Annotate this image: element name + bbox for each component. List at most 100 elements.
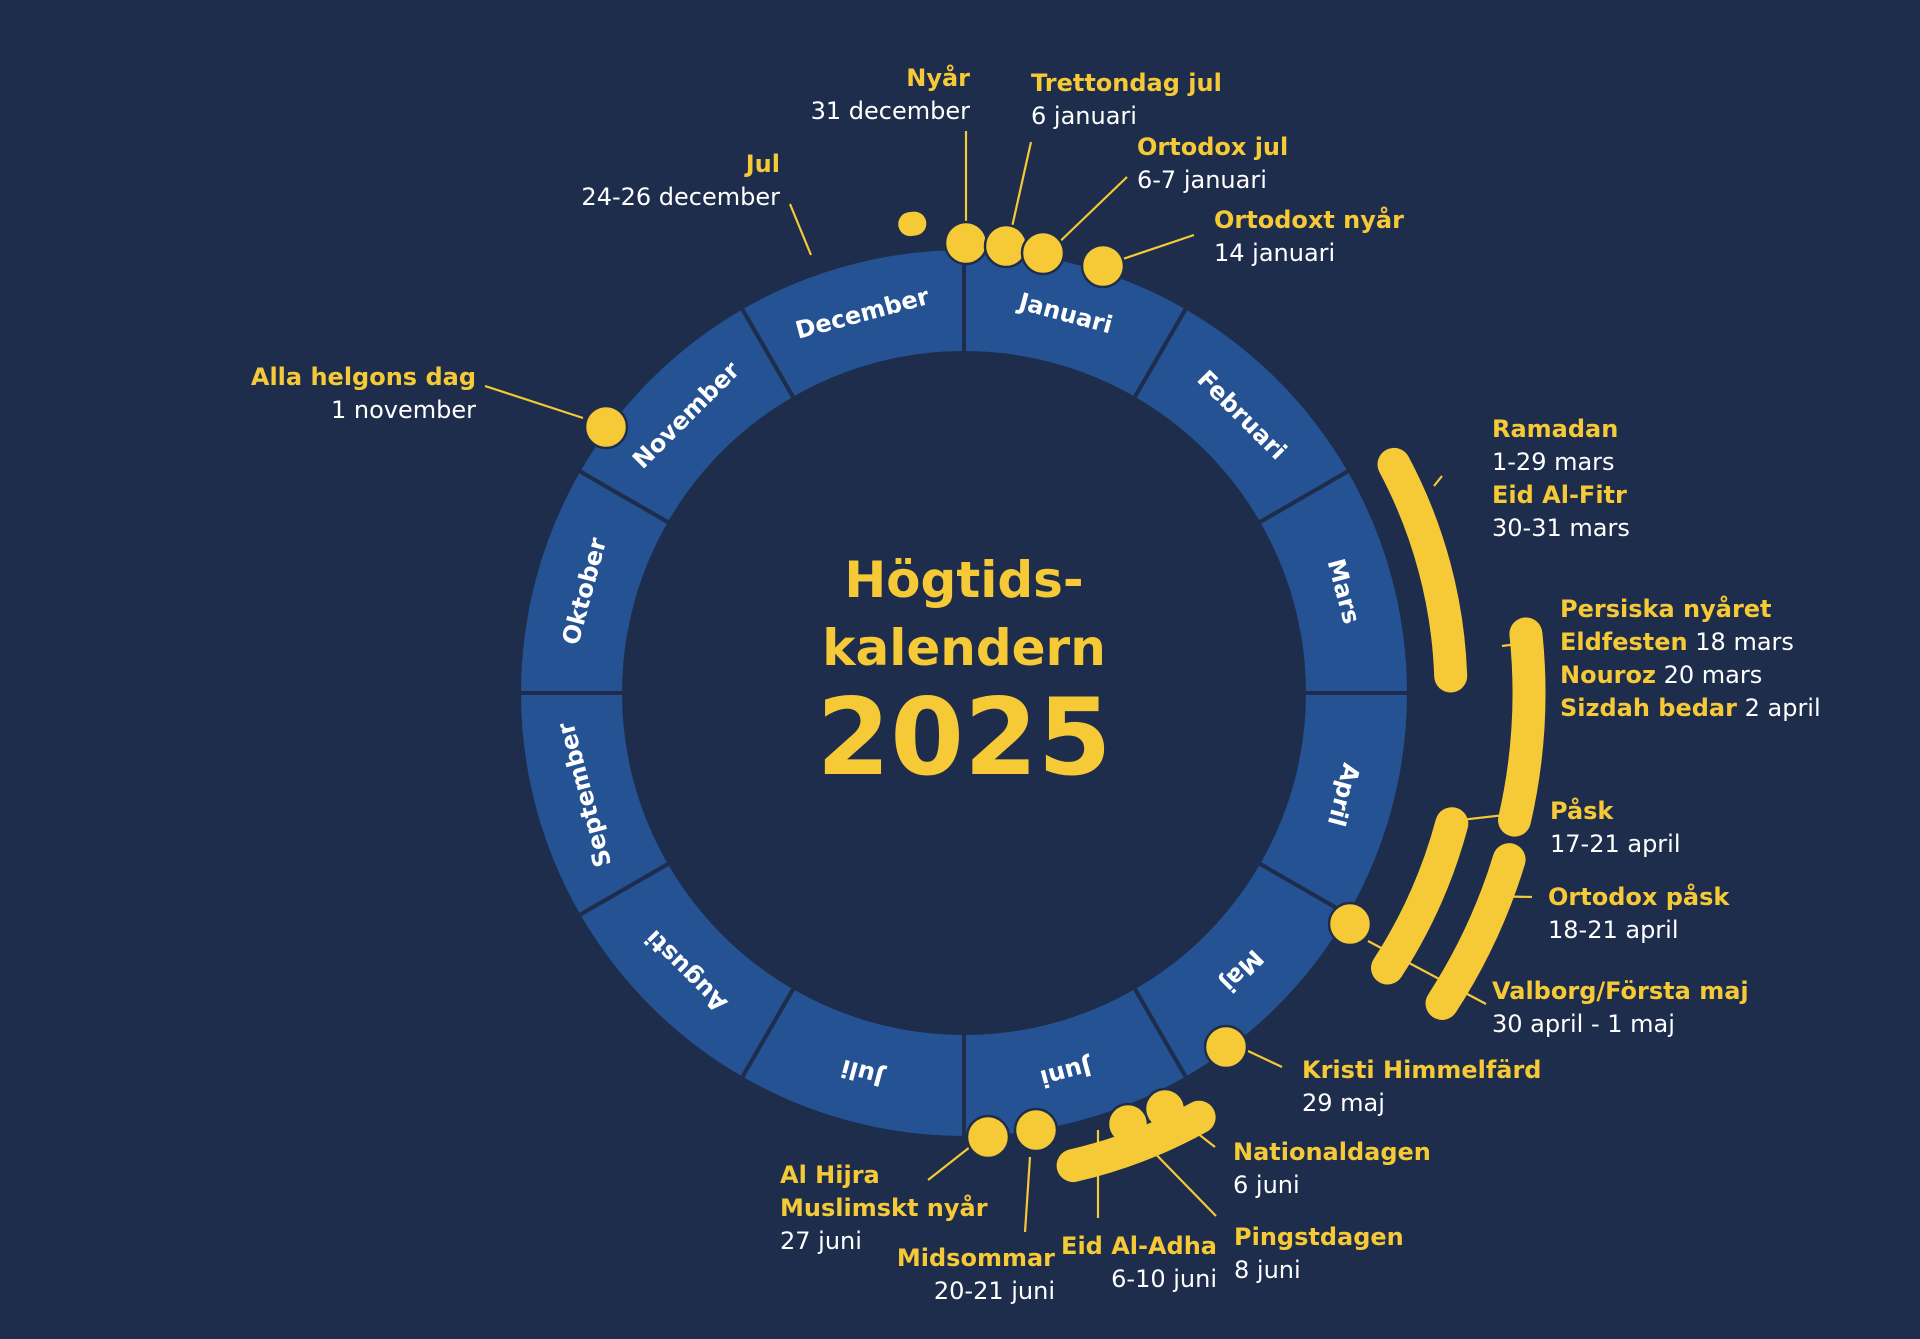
holiday-name: Ortodox jul	[1137, 133, 1288, 161]
holiday-date: 1-29 mars	[1492, 448, 1615, 476]
holiday-marker-al-hijra	[967, 1116, 1009, 1158]
holiday-label-nationaldagen: Nationaldagen 6 juni	[1233, 1138, 1431, 1199]
holiday-name: Muslimskt nyår	[780, 1193, 988, 1222]
holiday-marker-persiska-nyaret	[1515, 634, 1529, 820]
holiday-label-line: 30 april - 1 maj	[1492, 1010, 1675, 1038]
holiday-marker-ortodoxt-nyar	[1082, 245, 1124, 287]
holiday-name: Eid Al-Adha	[1061, 1232, 1217, 1260]
holiday-label-line: Persiska nyåret	[1560, 594, 1772, 623]
holiday-label-line: Valborg/Första maj	[1492, 977, 1749, 1005]
holiday-marker-pask	[1388, 824, 1452, 968]
holiday-label-line: Alla helgons dag	[251, 363, 476, 391]
calendar-year: 2025	[816, 676, 1111, 799]
leader-line-jul	[790, 204, 811, 255]
holiday-name: Pingstdagen	[1234, 1223, 1404, 1251]
holiday-label-line: Sizdah bedar 2 april	[1560, 694, 1821, 722]
holiday-label-line: Kristi Himmelfärd	[1302, 1056, 1541, 1084]
holiday-label-line: 8 juni	[1234, 1256, 1301, 1284]
holiday-date: 18-21 april	[1548, 916, 1679, 944]
holiday-date: 30-31 mars	[1492, 514, 1630, 542]
holiday-marker-alla-helgons-dag	[585, 406, 627, 448]
holiday-label-pask: Påsk 17-21 april	[1550, 796, 1681, 858]
holiday-name: Eldfesten	[1560, 628, 1688, 656]
holiday-label-line: 27 juni	[780, 1227, 862, 1255]
holiday-date: 18 mars	[1688, 628, 1794, 656]
leader-line-al-hijra	[928, 1147, 970, 1180]
title-line-1: Högtids-	[844, 551, 1083, 609]
holiday-marker-nyar	[945, 222, 987, 264]
holiday-label-line: 14 januari	[1214, 239, 1335, 267]
holiday-label-line: Midsommar	[897, 1244, 1055, 1272]
holiday-label-line: 6 juni	[1233, 1171, 1300, 1199]
holiday-date: 29 maj	[1302, 1089, 1385, 1117]
holiday-label-eid-al-adha: Eid Al-Adha 6-10 juni	[1061, 1232, 1217, 1293]
holiday-name: Midsommar	[897, 1244, 1055, 1272]
holiday-label-line: 18-21 april	[1548, 916, 1679, 944]
holiday-label-line: Nouroz 20 mars	[1560, 661, 1762, 689]
holiday-date: 6-10 juni	[1111, 1265, 1217, 1293]
calendar-title: Högtids- kalendern 2025	[816, 551, 1111, 799]
leader-line-kristi-himmelfard	[1248, 1051, 1282, 1067]
holiday-label-ortodox-jul: Ortodox jul 6-7 januari	[1137, 133, 1288, 194]
holiday-date: 14 januari	[1214, 239, 1335, 267]
holiday-label-line: 1-29 mars	[1492, 448, 1615, 476]
holiday-name: Alla helgons dag	[251, 363, 476, 391]
leader-line-ramadan-eid	[1434, 476, 1442, 486]
holiday-date: 24-26 december	[581, 183, 780, 211]
holiday-label-line: 17-21 april	[1550, 830, 1681, 858]
holiday-date: 30 april - 1 maj	[1492, 1010, 1675, 1038]
holiday-label-line: Jul	[744, 150, 780, 178]
holiday-label-line: 6-7 januari	[1137, 166, 1267, 194]
leader-line-midsommar	[1025, 1157, 1030, 1232]
holiday-name: Eid Al-Fitr	[1492, 481, 1627, 509]
holiday-name: Ortodoxt nyår	[1214, 205, 1404, 234]
holiday-label-trettondag-jul: Trettondag jul 6 januari	[1031, 69, 1222, 130]
holiday-label-line: Påsk	[1550, 796, 1614, 825]
holiday-name: Ramadan	[1492, 415, 1618, 443]
holiday-name: Nationaldagen	[1233, 1138, 1431, 1166]
holiday-date: 20 mars	[1656, 661, 1762, 689]
holiday-name: Trettondag jul	[1031, 69, 1222, 97]
holiday-label-line: 31 december	[811, 97, 971, 125]
holiday-name: Sizdah bedar	[1560, 694, 1737, 722]
holiday-name: Persiska nyåret	[1560, 594, 1772, 623]
holiday-label-ortodoxt-nyar: Ortodoxt nyår 14 januari	[1214, 205, 1404, 267]
holiday-marker-valborg	[1329, 903, 1371, 945]
holiday-name: Kristi Himmelfärd	[1302, 1056, 1541, 1084]
holiday-label-line: Pingstdagen	[1234, 1223, 1404, 1251]
holiday-date: 1 november	[331, 396, 476, 424]
title-line-2: kalendern	[822, 619, 1106, 677]
holiday-label-line: Nyår	[906, 63, 970, 92]
holiday-label-line: Nationaldagen	[1233, 1138, 1431, 1166]
holiday-marker-ortodox-jul	[1022, 232, 1064, 274]
holiday-label-line: Ortodoxt nyår	[1214, 205, 1404, 234]
holiday-name: Valborg/Första maj	[1492, 977, 1749, 1005]
holiday-label-line: 20-21 juni	[934, 1277, 1055, 1305]
holiday-label-line: 24-26 december	[581, 183, 780, 211]
holiday-label-line: 6 januari	[1031, 102, 1137, 130]
holiday-label-pingstdagen: Pingstdagen 8 juni	[1234, 1223, 1404, 1284]
holiday-marker-kristi-himmelfard	[1205, 1026, 1247, 1068]
holiday-label-line: Eid Al-Fitr	[1492, 481, 1627, 509]
holiday-label-line: 29 maj	[1302, 1089, 1385, 1117]
holiday-label-valborg: Valborg/Första maj 30 april - 1 maj	[1492, 977, 1749, 1038]
holiday-label-line: Al Hijra	[780, 1161, 880, 1189]
holiday-label-line: Trettondag jul	[1031, 69, 1222, 97]
holiday-date: 2 april	[1737, 694, 1821, 722]
holiday-date: 8 juni	[1234, 1256, 1301, 1284]
leader-line-ortodox-jul	[1050, 177, 1127, 251]
holiday-label-line: Eid Al-Adha	[1061, 1232, 1217, 1260]
holiday-marker-midsommar	[1015, 1109, 1057, 1151]
holiday-label-midsommar: Midsommar 20-21 juni	[897, 1244, 1055, 1305]
holiday-name: Påsk	[1550, 796, 1614, 825]
holiday-label-line: 30-31 mars	[1492, 514, 1630, 542]
holiday-name: Nouroz	[1560, 661, 1656, 689]
holiday-name: Al Hijra	[780, 1161, 880, 1189]
leader-line-alla-helgons-dag	[485, 386, 583, 418]
holiday-marker-trettondag-jul	[985, 225, 1027, 267]
